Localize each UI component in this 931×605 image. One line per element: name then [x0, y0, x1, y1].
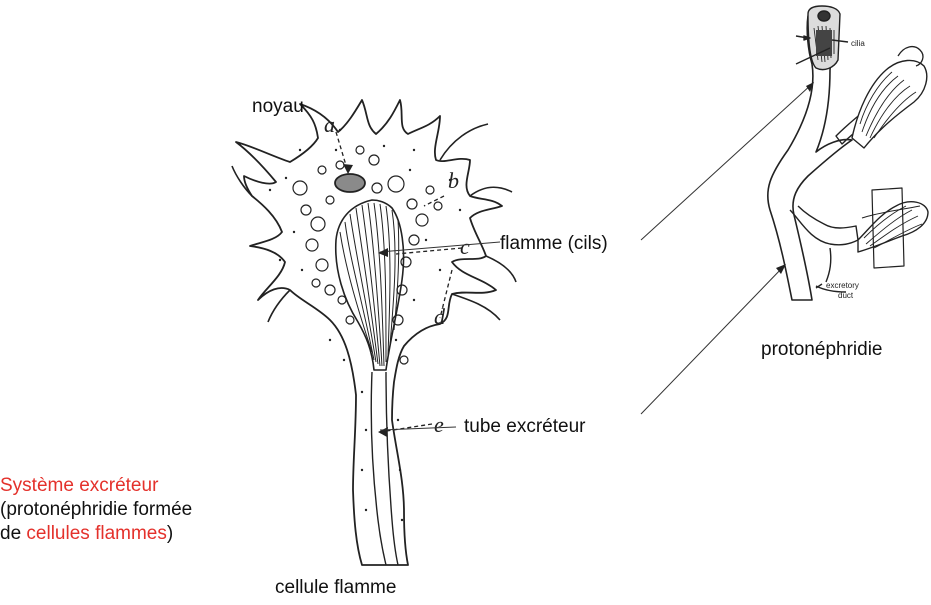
letter-e: e: [434, 412, 444, 437]
flame-cell-process: [267, 289, 291, 323]
nucleus: [334, 173, 366, 193]
cilia-label: cilia: [851, 39, 865, 48]
caption-line-3-suffix: ): [166, 523, 174, 544]
excretory-tube-line: [370, 371, 387, 566]
protonephridium-drawing: [766, 5, 929, 301]
letter-c: c: [460, 234, 470, 259]
label-tube-excreteur: tube excréteur: [464, 416, 586, 437]
caption-line-3-prefix: de: [0, 523, 27, 544]
label-flamme-cils: flamme (cils): [500, 233, 608, 254]
caption-line-1: Système excréteur: [0, 475, 159, 496]
flame-cell-process: [485, 255, 517, 283]
duct-label: duct: [838, 291, 854, 300]
cilia-strands: [339, 202, 400, 367]
caption-highlight: cellules flammes: [26, 523, 167, 544]
flame-cell-process: [451, 293, 501, 321]
letter-b: b: [448, 168, 459, 193]
label-cellule-flamme: cellule flamme: [275, 577, 397, 598]
caption-line-3: de cellules flammes): [0, 522, 232, 546]
letter-d: d: [434, 304, 446, 329]
arrowhead: [343, 164, 353, 174]
pointer-lines: [379, 83, 813, 431]
letter-a: a: [324, 112, 335, 137]
excretory-tube-line: [385, 371, 399, 566]
letter-leaders: [335, 131, 463, 433]
vacuoles: [292, 145, 443, 365]
arrowhead: [378, 427, 388, 437]
flame-cell-process: [469, 186, 513, 197]
label-noyau: noyau: [252, 96, 304, 117]
granules: [268, 128, 462, 522]
caption-line-2: (protonéphridie formée: [0, 499, 193, 520]
flame-cell-outline: [235, 99, 503, 566]
flame-chamber: [334, 199, 405, 371]
arrowhead: [776, 264, 786, 274]
excretory-label: excretory: [826, 281, 859, 290]
arrowhead: [378, 248, 388, 257]
flame-cell-drawing: [231, 99, 517, 566]
caption-block: Système excréteur (protonéphridie formée…: [0, 474, 232, 546]
flame-cell-process: [231, 165, 253, 197]
label-protonephridie: protonéphridie: [761, 339, 883, 360]
flame-cell-process: [439, 123, 489, 161]
